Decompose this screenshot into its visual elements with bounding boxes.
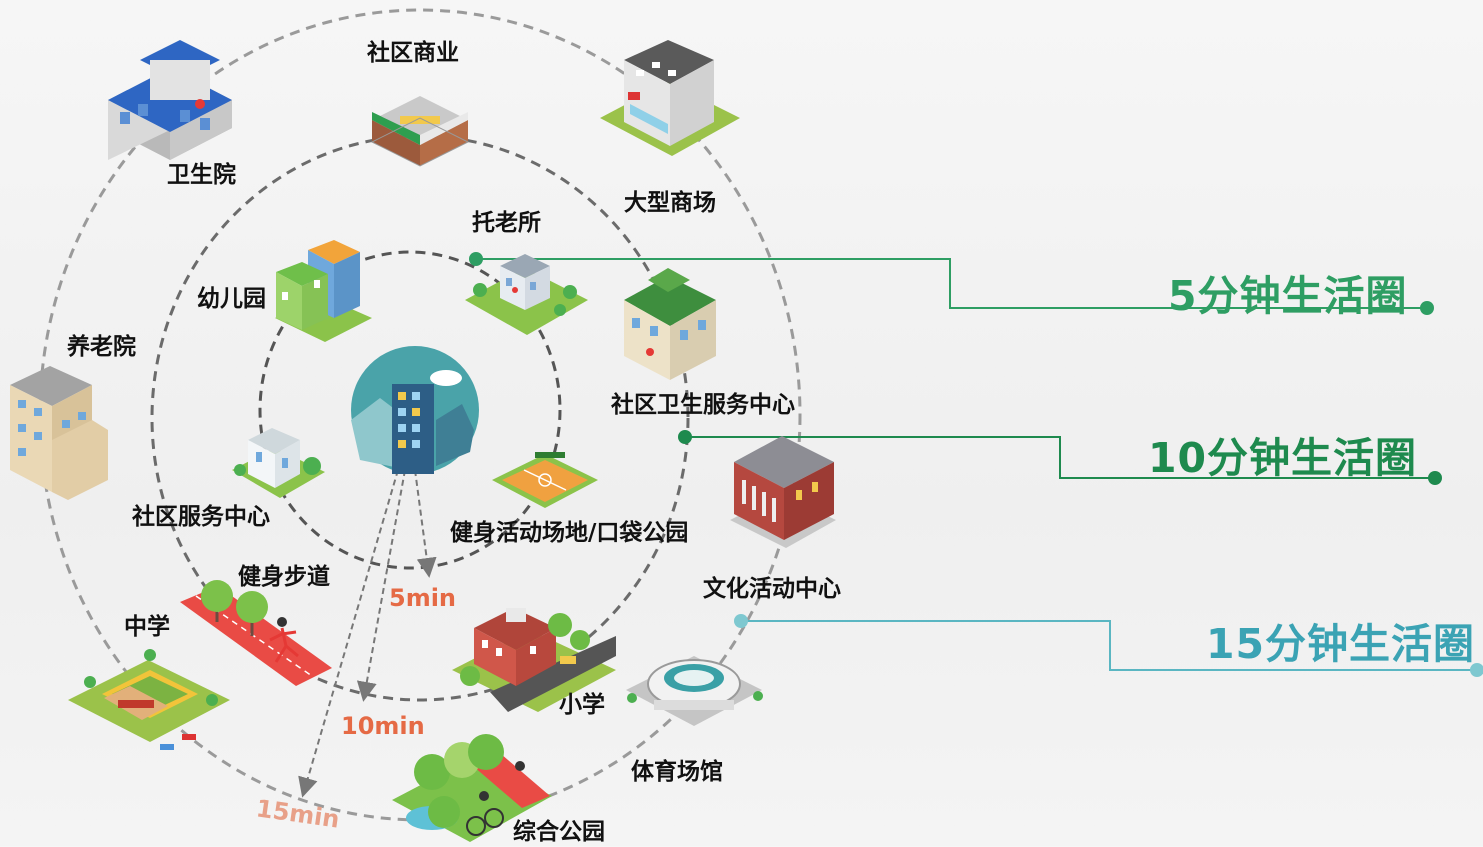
label-stadium: 体育场馆 xyxy=(631,759,723,785)
residential-building-icon xyxy=(351,346,479,474)
health-center-icon xyxy=(624,268,716,380)
label-mall: 大型商场 xyxy=(624,190,716,216)
middle-school-icon xyxy=(68,649,230,750)
label-sports-field: 健身活动场地/口袋公园 xyxy=(450,520,689,546)
primary-school-icon xyxy=(452,608,616,712)
label-primary-school: 小学 xyxy=(559,692,605,718)
ring-title-5min: 5分钟生活圈 xyxy=(1168,272,1408,320)
culture-center-icon xyxy=(730,436,836,548)
arrow-15min xyxy=(298,469,399,798)
clinic-building-icon xyxy=(108,40,232,160)
leader-10min xyxy=(678,430,1442,485)
mall-icon xyxy=(600,40,740,156)
arrow-5min xyxy=(414,469,437,578)
label-park: 综合公园 xyxy=(513,819,605,845)
label-kindergarten: 幼儿园 xyxy=(197,286,266,312)
label-clinic: 卫生院 xyxy=(167,162,236,188)
elder-care-icon xyxy=(465,254,588,335)
time-label-10min: 10min xyxy=(341,712,425,740)
label-culture-center: 文化活动中心 xyxy=(703,576,841,602)
label-health-center: 社区卫生服务中心 xyxy=(611,392,795,418)
label-nursing-home: 养老院 xyxy=(67,334,136,360)
leader-15min xyxy=(734,614,1483,677)
service-center-icon xyxy=(232,428,325,498)
park-icon xyxy=(392,734,552,842)
sports-field-icon xyxy=(492,452,598,508)
label-service-center: 社区服务中心 xyxy=(132,504,270,530)
ring-title-10min: 10分钟生活圈 xyxy=(1148,434,1418,482)
label-middle-school: 中学 xyxy=(124,614,170,640)
nursing-home-icon xyxy=(10,366,108,500)
stadium-icon xyxy=(626,656,763,726)
label-community-shop: 社区商业 xyxy=(367,40,459,66)
shop-icon xyxy=(370,96,470,167)
arrow-10min xyxy=(356,469,406,702)
time-label-5min: 5min xyxy=(389,584,457,612)
ring-5min xyxy=(258,250,562,570)
leader-5min xyxy=(469,252,1434,315)
label-elder-care: 托老所 xyxy=(472,210,541,236)
label-fitness-trail: 健身步道 xyxy=(238,564,330,590)
kindergarten-icon xyxy=(275,240,372,342)
fitness-trail-icon xyxy=(180,580,332,686)
ring-title-15min: 15分钟生活圈 xyxy=(1206,620,1476,668)
